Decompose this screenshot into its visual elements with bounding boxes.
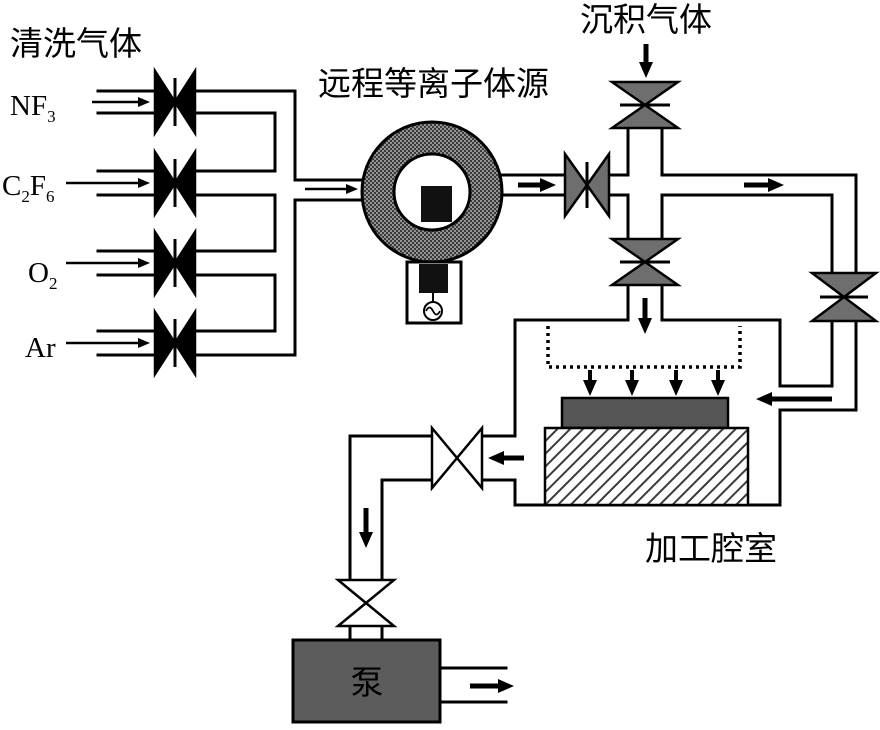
valve-half bbox=[608, 237, 682, 264]
plasma-ring bbox=[362, 122, 502, 262]
exhaust-pipe bbox=[348, 434, 517, 642]
valve-half bbox=[455, 424, 484, 492]
gas-label-ar: Ar bbox=[25, 332, 56, 364]
valve-half bbox=[608, 103, 682, 130]
pump-label: 泵 bbox=[351, 666, 384, 702]
manifold-outer-wall-bottom bbox=[96, 198, 365, 357]
valve-nf3 bbox=[153, 66, 197, 138]
valve-half bbox=[173, 66, 197, 138]
valve-half bbox=[153, 147, 177, 219]
gas-label-o2: O2 bbox=[28, 257, 57, 293]
deposition-to-chamber-pipe bbox=[626, 283, 664, 322]
valve-exhaust bbox=[430, 424, 484, 492]
gas-subscript: 3 bbox=[47, 107, 56, 126]
rf-power-supply bbox=[405, 260, 463, 325]
wafer bbox=[560, 396, 730, 430]
gas-formula: F bbox=[30, 170, 46, 202]
valve-half bbox=[173, 147, 197, 219]
gas-subscript: 2 bbox=[49, 274, 58, 293]
valve-half bbox=[153, 307, 177, 379]
pump-outlet-pipe bbox=[438, 666, 508, 704]
valve-half bbox=[563, 150, 589, 220]
valve-half bbox=[334, 578, 398, 605]
gas-formula: O bbox=[28, 257, 49, 289]
valve-ar bbox=[153, 307, 197, 379]
remote-plasma-source bbox=[360, 120, 504, 264]
valve-half bbox=[153, 66, 177, 138]
gas-subscript: 2 bbox=[21, 187, 30, 206]
gas-subscript: 6 bbox=[46, 187, 55, 206]
valve-half bbox=[608, 260, 682, 287]
cleaning-gas-label: 清洗气体 bbox=[10, 26, 142, 63]
gas-formula: Ar bbox=[25, 332, 56, 364]
plasma-outlet-pipe bbox=[498, 173, 567, 197]
valve-pump-inlet bbox=[334, 578, 398, 628]
valve-half bbox=[808, 271, 880, 299]
sine-wave-icon bbox=[425, 306, 441, 316]
valve-o2 bbox=[153, 227, 197, 299]
valve-half bbox=[173, 227, 197, 299]
plasma-core-block bbox=[421, 186, 452, 222]
plasma-source-label: 远程等离子体源 bbox=[318, 66, 549, 103]
deposition-gas-label: 沉积气体 bbox=[580, 2, 712, 39]
valve-plasma-outlet bbox=[563, 150, 611, 220]
valve-half bbox=[808, 295, 880, 323]
valve-chamber-inlet bbox=[608, 237, 682, 287]
shower-head bbox=[546, 326, 742, 369]
process-chamber-label: 加工腔室 bbox=[645, 531, 777, 568]
valve-bypass bbox=[808, 271, 880, 323]
manifold-inner-wall-c2f6-o2 bbox=[96, 193, 277, 253]
gas-label-c2f6: C2F6 bbox=[2, 170, 54, 206]
gas-formula: C bbox=[2, 170, 21, 202]
valve-deposition-inlet bbox=[608, 80, 682, 130]
valve-half bbox=[430, 424, 459, 492]
valve-half bbox=[153, 227, 177, 299]
valve-half bbox=[334, 601, 398, 628]
pump-body bbox=[291, 638, 442, 724]
manifold-inner-wall-nf3-c2f6 bbox=[96, 111, 277, 173]
power-supply-block bbox=[419, 264, 448, 293]
substrate-holder bbox=[543, 426, 750, 507]
manifold-inner-wall-o2-ar bbox=[96, 273, 277, 333]
valve-half bbox=[585, 150, 611, 220]
gas-label-nf3: NF3 bbox=[10, 90, 56, 126]
valve-half bbox=[608, 80, 682, 107]
valve-half bbox=[173, 307, 197, 379]
manifold-outer-wall-top bbox=[96, 89, 365, 182]
junction-pipe-walls bbox=[607, 126, 858, 275]
valve-c2f6 bbox=[153, 147, 197, 219]
bypass-lower-pipe bbox=[778, 319, 858, 412]
gas-formula: NF bbox=[10, 90, 47, 122]
